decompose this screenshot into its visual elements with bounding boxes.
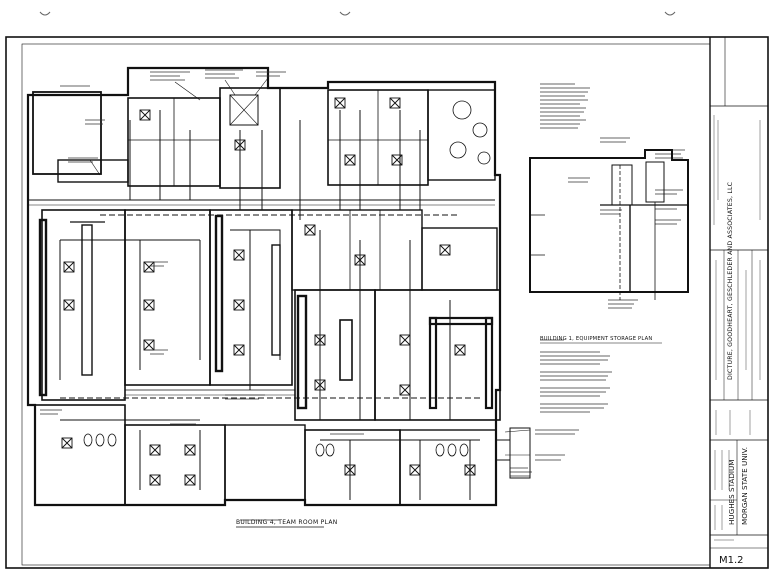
storage-plan-title-block: BUILDING 1, EQUIPMENT STORAGE PLAN (540, 336, 662, 344)
building-outline (26, 66, 502, 507)
diffuser-icon (184, 474, 196, 486)
diffuser-icon (344, 464, 356, 476)
diffuser-icon (439, 244, 451, 256)
locker-room-center-left (124, 209, 211, 386)
pipe-riser (496, 427, 531, 479)
team-room-floor-plan (26, 66, 502, 507)
diffuser-icon (354, 254, 366, 266)
diffuser-icon (391, 154, 403, 166)
diffuser-icon (334, 97, 346, 109)
main-plan-title: BUILDING 4, TEAM ROOM PLAN (236, 519, 338, 526)
diffuser-icon (233, 249, 245, 261)
diffuser-icon (143, 261, 155, 273)
diffuser-icon (464, 464, 476, 476)
diffuser-icon (344, 154, 356, 166)
storage-plan-title: BUILDING 1, EQUIPMENT STORAGE PLAN (540, 336, 652, 342)
diffuser-icon (139, 109, 151, 121)
locker-room-right (374, 289, 501, 421)
mechanical-room-top-center (219, 87, 281, 189)
binder-punch-marks (39, 11, 676, 16)
diffuser-icon (399, 334, 411, 346)
main-plan-title-block: BUILDING 4, TEAM ROOM PLAN (236, 519, 338, 528)
diffuser-icon (233, 344, 245, 356)
diffuser-icon (314, 379, 326, 391)
client-name: MORGAN STATE UNIV. (740, 447, 749, 525)
diffuser-icon (399, 384, 411, 396)
leader-lines (89, 77, 531, 456)
diffuser-icon (143, 339, 155, 351)
diffuser-icon (63, 261, 75, 273)
diffuser-icon (143, 299, 155, 311)
diffuser-icon (454, 344, 466, 356)
lockers-left-b (81, 224, 93, 376)
sheet-border (5, 36, 769, 569)
title-block-text: DICTURE, GOODHEART, GESCHLEDER AND ASSOC… (727, 182, 749, 525)
firm-name: DICTURE, GOODHEART, GESCHLEDER AND ASSOC… (727, 182, 734, 380)
locker-room-left (41, 209, 126, 401)
planting-symbols (449, 100, 491, 165)
title-block (709, 37, 768, 568)
diffuser-icon (184, 444, 196, 456)
diffuser-icon (234, 139, 246, 151)
diffuser-icon (409, 464, 421, 476)
plumbing-fixtures (83, 433, 469, 457)
annotation-notes (40, 69, 685, 521)
air-diffusers (61, 97, 476, 486)
diffuser-icon (304, 224, 316, 236)
diffuser-icon (149, 444, 161, 456)
diffuser-icon (63, 299, 75, 311)
sheet-number: M1.2 (719, 555, 744, 566)
diffuser-icon (149, 474, 161, 486)
diffuser-icon (61, 437, 73, 449)
project-name: HUGHES STADIUM (727, 460, 736, 525)
diffuser-icon (389, 97, 401, 109)
upper-left-annex (57, 159, 129, 183)
upper-left-room (32, 91, 102, 175)
locker-room-center (209, 209, 293, 386)
diffuser-icon (233, 299, 245, 311)
diffuser-icon (314, 334, 326, 346)
equipment-storage-plan (529, 149, 689, 300)
lockers-left-a (38, 218, 48, 397)
ductwork (59, 110, 480, 500)
sheet-number-box: M1.2 (719, 555, 744, 566)
title-block-fine-print (713, 115, 761, 541)
storage-outline (529, 149, 689, 293)
